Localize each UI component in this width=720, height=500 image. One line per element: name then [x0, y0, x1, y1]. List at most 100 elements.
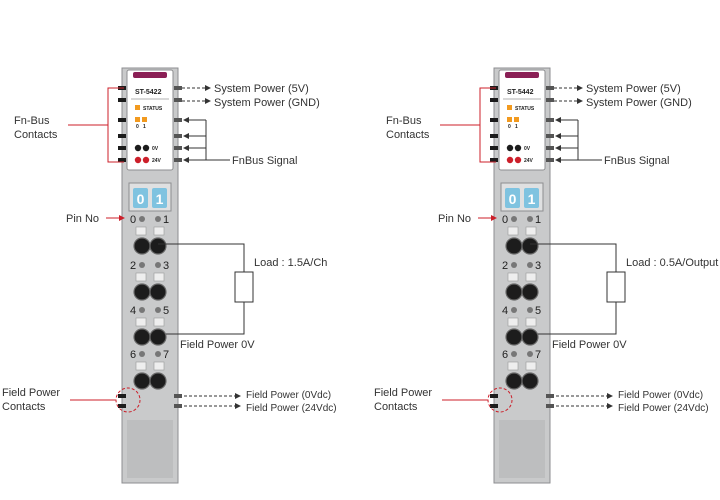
- status-led: [507, 105, 512, 110]
- rail-0v-dot-a: [134, 144, 142, 152]
- terminal-hole-4: [133, 328, 151, 346]
- module-foot: [127, 420, 173, 478]
- field-contact-0: [490, 394, 498, 398]
- release-dot-6: [511, 351, 517, 357]
- release-dot-5: [527, 307, 533, 313]
- pin-no-label: Pin No: [66, 213, 99, 225]
- left-contact-1: [490, 98, 498, 102]
- left-contact-2: [118, 118, 126, 122]
- load-wire-bottom: [538, 302, 617, 335]
- pin-number-1: 1: [535, 214, 541, 226]
- release-dot-3: [155, 262, 161, 268]
- release-slot-7: [525, 361, 537, 371]
- right-contact-0: [546, 86, 554, 90]
- display-cell-0: [505, 188, 520, 208]
- pin-number-3: 3: [163, 260, 169, 272]
- model-color-bar: [133, 72, 167, 78]
- release-dot-3: [527, 262, 533, 268]
- release-slot-2: [135, 272, 147, 282]
- field-contact-0: [118, 394, 126, 398]
- load-label: Load : 1.5A/Ch: [254, 257, 327, 269]
- display-digit-1: 1: [528, 191, 536, 207]
- rail-24v-dot-a: [134, 156, 142, 164]
- channel-led-0: [507, 117, 512, 122]
- release-dot-4: [139, 307, 145, 313]
- display-digit-0: 0: [137, 191, 145, 207]
- pin-number-0: 0: [130, 214, 136, 226]
- load-wire-bottom: [166, 302, 245, 335]
- release-dot-2: [139, 262, 145, 268]
- model-label: ST-5422: [135, 89, 162, 96]
- terminal-hole-1: [149, 237, 167, 255]
- right-contact-5: [546, 158, 554, 162]
- terminal-hole-7: [521, 372, 539, 390]
- terminal-hole-5: [521, 328, 539, 346]
- pin-number-3: 3: [535, 260, 541, 272]
- rail-0v-dot-b: [514, 144, 522, 152]
- left-contact-2: [490, 118, 498, 122]
- release-dot-7: [155, 351, 161, 357]
- pin-number-0: 0: [502, 214, 508, 226]
- release-slot-1: [525, 226, 537, 236]
- fnbus-signal-label: FnBus Signal: [604, 155, 669, 167]
- load-resistor: [606, 271, 626, 303]
- field-power-24vdc-label: Field Power (24Vdc): [246, 403, 337, 414]
- pin-number-6: 6: [130, 349, 136, 361]
- left-contact-4: [490, 146, 498, 150]
- field-power-0v-label: Field Power 0V: [180, 339, 255, 351]
- rail-0v-dot-a: [506, 144, 514, 152]
- right-contact-3: [174, 134, 182, 138]
- left-contact-3: [490, 134, 498, 138]
- release-slot-0: [507, 226, 519, 236]
- release-slot-5: [525, 317, 537, 327]
- pin-number-5: 5: [163, 305, 169, 317]
- terminal-hole-5: [149, 328, 167, 346]
- pin-number-2: 2: [502, 260, 508, 272]
- field-power-0v-label: Field Power 0V: [552, 339, 627, 351]
- status-label: STATUS: [143, 106, 163, 112]
- rail-24v-dot-b: [514, 156, 522, 164]
- channel-led-1: [142, 117, 147, 122]
- right-contact-5: [174, 158, 182, 162]
- system-power-5v-label: System Power (5V): [586, 83, 681, 95]
- pin-number-2: 2: [130, 260, 136, 272]
- rail-label-0v: 0V: [524, 146, 531, 152]
- channel-led-1: [514, 117, 519, 122]
- release-slot-3: [525, 272, 537, 282]
- release-slot-2: [507, 272, 519, 282]
- rail-label-24v: 24V: [524, 158, 534, 164]
- field-contact-3: [546, 404, 554, 408]
- led-label-1: 1: [143, 124, 146, 130]
- terminal-hole-3: [521, 283, 539, 301]
- system-power-5v-label: System Power (5V): [214, 83, 309, 95]
- release-slot-5: [153, 317, 165, 327]
- release-dot-0: [511, 216, 517, 222]
- rail-24v-dot-b: [142, 156, 150, 164]
- field-contact-2: [546, 394, 554, 398]
- release-dot-5: [155, 307, 161, 313]
- led-label-1: 1: [515, 124, 518, 130]
- release-slot-6: [507, 361, 519, 371]
- pin-number-6: 6: [502, 349, 508, 361]
- module-front-panel: [126, 69, 174, 171]
- rail-label-0v: 0V: [152, 146, 159, 152]
- left-contact-1: [118, 98, 126, 102]
- right-contact-1: [174, 98, 182, 102]
- channel-led-0: [135, 117, 140, 122]
- module-front-panel: [498, 69, 546, 171]
- release-dot-1: [527, 216, 533, 222]
- display-cell-0: [133, 188, 148, 208]
- release-dot-7: [527, 351, 533, 357]
- rail-0v-dot-b: [142, 144, 150, 152]
- status-led: [135, 105, 140, 110]
- release-dot-4: [511, 307, 517, 313]
- field-contact-1: [490, 404, 498, 408]
- right-contact-1: [546, 98, 554, 102]
